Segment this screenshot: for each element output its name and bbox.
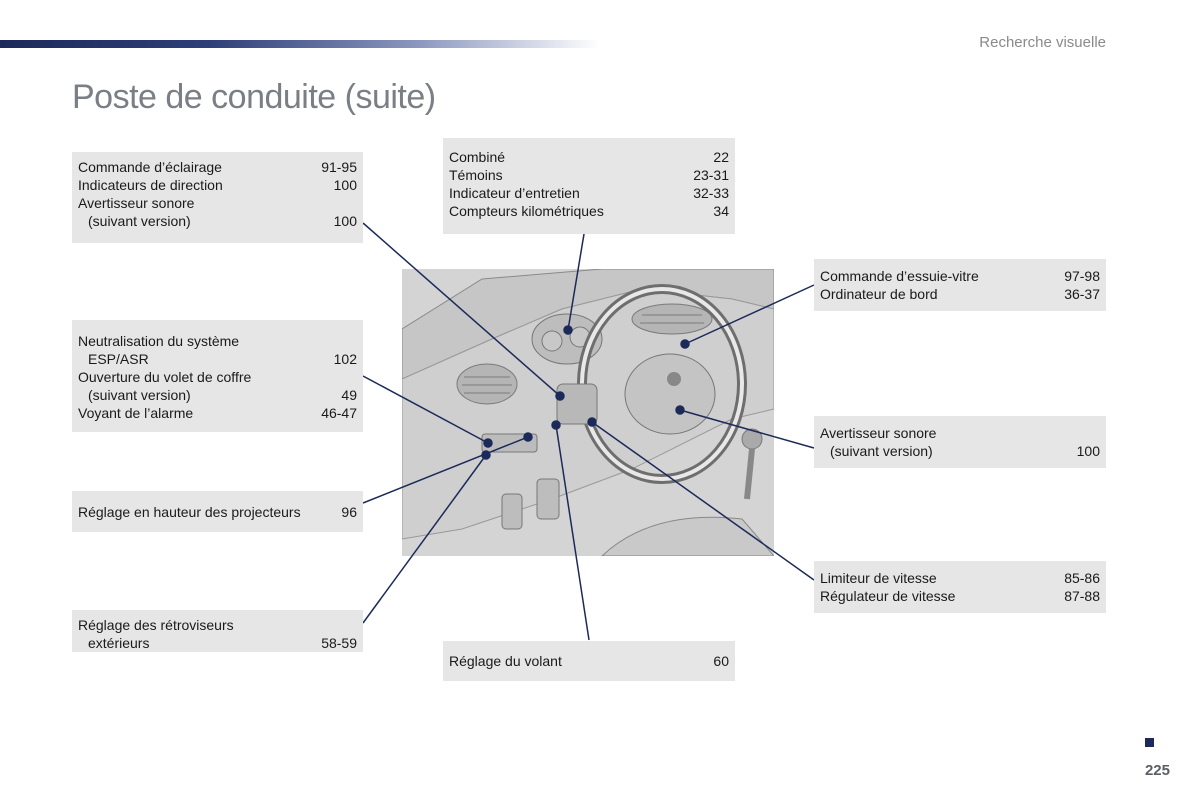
list-item[interactable]: Témoins 23-31 — [449, 166, 729, 184]
list-item[interactable]: Ordinateur de bord 36-37 — [820, 285, 1100, 303]
item-label: Ouverture du volet de coffre — [78, 369, 252, 385]
page-ref: 60 — [713, 653, 729, 669]
list-item[interactable]: Compteurs kilométriques 34 — [449, 202, 729, 220]
item-label-cont: extérieurs — [88, 635, 150, 651]
item-label: Voyant de l’alarme — [78, 405, 194, 421]
item-label: Témoins — [449, 167, 503, 183]
item-label: Combiné — [449, 149, 506, 165]
page-ref: 23-31 — [693, 167, 729, 183]
callout-speed: Limiteur de vitesse 85-86 Régulateur de … — [814, 561, 1106, 613]
list-item[interactable]: Ouverture du volet de coffre (suivant ver… — [78, 368, 357, 404]
list-item[interactable]: Réglage des rétroviseurs extérieurs 58-59 — [78, 616, 357, 652]
item-label: Réglage en hauteur des projecteurs — [78, 504, 301, 520]
list-item[interactable]: Avertisseur sonore (suivant version) 100 — [820, 424, 1100, 460]
header-accent-bar — [0, 40, 600, 48]
list-item[interactable]: Avertisseur sonore (suivant version) 100 — [78, 194, 357, 230]
item-label: Régulateur de vitesse — [820, 588, 956, 604]
callout-headlamp: Réglage en hauteur des projecteurs 96 — [72, 491, 363, 532]
item-label: Ordinateur de bord — [820, 286, 938, 302]
page-title: Poste de conduite (suite) — [72, 78, 436, 116]
section-label: Recherche visuelle — [979, 34, 1106, 51]
callout-wiper: Commande d’essuie-vitre 97-98 Ordinateur… — [814, 259, 1106, 311]
page-ref: 102 — [333, 351, 357, 367]
callout-lighting: Commande d’éclairage 91-95 Indicateurs d… — [72, 152, 363, 243]
callout-cluster: Combiné 22 Témoins 23-31 Indicateur d’en… — [443, 138, 735, 234]
item-label: Avertisseur sonore — [78, 195, 195, 211]
item-label: Neutralisation du système — [78, 333, 240, 349]
item-label: Réglage des rétroviseurs — [78, 617, 234, 633]
page-marker-square — [1145, 738, 1154, 747]
item-label-cont: (suivant version) — [830, 443, 933, 459]
page-ref: 100 — [1076, 443, 1100, 459]
list-item[interactable]: Indicateurs de direction 100 — [78, 176, 357, 194]
page-ref: 36-37 — [1064, 286, 1100, 302]
page-ref: 91-95 — [321, 159, 357, 175]
list-item[interactable]: Commande d’essuie-vitre 97-98 — [820, 267, 1100, 285]
item-label: Avertisseur sonore — [820, 425, 937, 441]
item-label-cont: ESP/ASR — [88, 351, 149, 367]
page-ref: 85-86 — [1064, 570, 1100, 586]
page-ref: 32-33 — [693, 185, 729, 201]
item-label: Indicateurs de direction — [78, 177, 223, 193]
item-label: Limiteur de vitesse — [820, 570, 937, 586]
list-item[interactable]: Limiteur de vitesse 85-86 — [820, 569, 1100, 587]
page-ref: 49 — [341, 387, 357, 403]
list-item[interactable]: Réglage en hauteur des projecteurs 96 — [78, 503, 357, 521]
page-ref: 96 — [341, 504, 357, 520]
callout-mirrors: Réglage des rétroviseurs extérieurs 58-59 — [72, 610, 363, 652]
item-label: Commande d’éclairage — [78, 159, 222, 175]
callout-horn: Avertisseur sonore (suivant version) 100 — [814, 416, 1106, 468]
list-item[interactable]: Combiné 22 — [449, 148, 729, 166]
page-ref: 58-59 — [321, 635, 357, 651]
item-label: Commande d’essuie-vitre — [820, 268, 979, 284]
page-ref: 97-98 — [1064, 268, 1100, 284]
list-item[interactable]: Voyant de l’alarme 46-47 — [78, 404, 357, 422]
page-ref: 87-88 — [1064, 588, 1100, 604]
page-ref: 100 — [333, 177, 357, 193]
page-ref: 22 — [713, 149, 729, 165]
list-item[interactable]: Commande d’éclairage 91-95 — [78, 158, 357, 176]
callout-steering: Réglage du volant 60 — [443, 641, 735, 681]
page-ref: 100 — [333, 213, 357, 229]
list-item[interactable]: Indicateur d’entretien 32-33 — [449, 184, 729, 202]
list-item[interactable]: Régulateur de vitesse 87-88 — [820, 587, 1100, 605]
page-number: 225 — [1144, 762, 1170, 779]
item-label-cont: (suivant version) — [88, 213, 191, 229]
item-label: Compteurs kilométriques — [449, 203, 604, 219]
page-ref: 46-47 — [321, 405, 357, 421]
item-label-cont: (suivant version) — [88, 387, 191, 403]
item-label: Réglage du volant — [449, 653, 562, 669]
dashboard-illustration — [402, 269, 774, 556]
item-label: Indicateur d’entretien — [449, 185, 580, 201]
page-ref: 34 — [713, 203, 729, 219]
list-item[interactable]: Réglage du volant 60 — [449, 652, 729, 670]
